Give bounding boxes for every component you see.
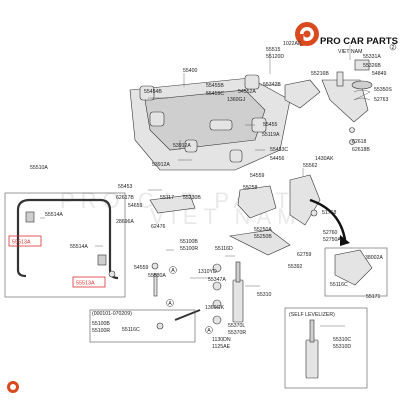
label-62476: 62476 xyxy=(151,224,166,230)
self-levelizer-box xyxy=(284,307,368,389)
label-000101-070209: (000101-070209) xyxy=(92,311,132,317)
label-55400: 55400 xyxy=(183,68,198,74)
label-62617b: 62617B xyxy=(116,195,134,201)
label-55258: 55258 xyxy=(243,185,258,191)
label-1360gk: 1360GK xyxy=(205,305,225,311)
label-55455: 55455 xyxy=(263,122,278,128)
label-55326b: 55326B xyxy=(363,63,381,69)
label-55514a-1: 55514A xyxy=(45,212,63,218)
label-55454b: 55454B xyxy=(144,89,162,95)
label-55116d: 55116D xyxy=(215,246,233,252)
label-62618b: 62618B xyxy=(352,147,370,153)
label-52763: 52763 xyxy=(374,97,389,103)
label-55116c-right: 55116C xyxy=(330,282,348,288)
label-55370r: 55370R xyxy=(228,330,246,336)
corner-logo xyxy=(7,381,19,393)
label-1022ae: 1022AE xyxy=(283,41,302,47)
label-62759: 62759 xyxy=(297,252,312,258)
label-1360gj: 1360GJ xyxy=(227,97,246,103)
label-54849: 54849 xyxy=(372,71,387,77)
label-55119a: 55119A xyxy=(262,132,280,138)
brand-logo: PRO CAR PARTS VIET NAM xyxy=(295,22,398,55)
label-55530a: 55530A xyxy=(148,273,166,279)
upper-arm-assembly xyxy=(284,59,373,145)
highlight-frame-1 xyxy=(8,235,42,247)
label-55100r: 55100R xyxy=(180,246,198,252)
label-55562: 55562 xyxy=(303,163,318,169)
callout-number-2: 2 xyxy=(392,45,395,51)
label-55216b: 55216B xyxy=(311,71,329,77)
label-54659: 54659 xyxy=(128,203,143,209)
brand-tagline: VIET NAM xyxy=(338,49,362,55)
leader-lines xyxy=(40,45,351,327)
callout-a-1: A xyxy=(171,268,175,274)
label-55171: 55171 xyxy=(366,294,381,300)
label-51768: 51768 xyxy=(322,210,337,216)
label-55100b: 55100B xyxy=(180,239,198,245)
label-52760: 52760 xyxy=(323,230,338,236)
stabilizer-bar xyxy=(16,198,201,330)
label-55310d: 55310D xyxy=(333,344,351,350)
knuckle-detail-box xyxy=(324,247,388,297)
label-55230b: 55230B xyxy=(183,195,201,201)
callout-markers: A A A 2 xyxy=(166,43,397,334)
label-55342b: 55342B xyxy=(263,82,281,88)
label-55455b: 55455B xyxy=(206,83,224,89)
label-55100r-2: 55100R xyxy=(92,328,110,334)
label-55370l: 55370L xyxy=(228,323,245,329)
label-55100b-2: 55100B xyxy=(92,321,110,327)
label-55459c: 55459C xyxy=(206,91,224,97)
label-54559-mid: 54559 xyxy=(134,265,149,271)
label-53912a-2: 53912A xyxy=(152,162,170,168)
label-1430ak: 1430AK xyxy=(315,156,334,162)
label-55453: 55453 xyxy=(118,184,133,190)
stabilizer-box xyxy=(4,192,126,298)
label-55117: 55117 xyxy=(160,195,174,201)
highlight-part-number-2: 55513A xyxy=(76,281,95,287)
label-55350s: 55350S xyxy=(374,87,392,93)
label-55510a: 55510A xyxy=(30,165,48,171)
label-1130dn: 1130DN xyxy=(212,337,231,343)
label-54559-top: 54559 xyxy=(250,173,265,179)
label-54456: 54456 xyxy=(270,156,285,162)
label-55116c: 55116C xyxy=(122,327,140,333)
label-52750a: 52750A xyxy=(323,237,341,243)
label-55310c: 55310C xyxy=(333,337,351,343)
label-55347a: 55347A xyxy=(208,277,226,283)
label-1310yd: 1310YD xyxy=(198,269,217,275)
label-54552a: 54552A xyxy=(238,89,256,95)
callout-a-3: A xyxy=(207,328,211,334)
shock-absorbers xyxy=(212,261,319,379)
label-53912a-1: 53912A xyxy=(173,143,191,149)
label-55392: 55392 xyxy=(288,264,303,270)
label-1125ae: 1125AE xyxy=(212,344,231,350)
part-labels: 55400 1022AE 55515 55120D 55331A 55326B … xyxy=(30,41,392,350)
label-28696a: 28696A xyxy=(116,219,134,225)
label-38002a: 38002A xyxy=(365,255,383,261)
callout-a-2: A xyxy=(168,301,172,307)
label-55453c: 55453C xyxy=(270,147,288,153)
label-55250a: 55250A xyxy=(254,227,272,233)
label-55310: 55310 xyxy=(257,292,272,298)
highlight-part-number-1: 55513A xyxy=(12,240,31,246)
link-box xyxy=(89,309,196,343)
label-55250b: 55250B xyxy=(254,234,272,240)
label-55514a-2: 55514A xyxy=(70,244,88,250)
label-62618: 62618 xyxy=(352,139,367,145)
label-55120d: 55120D xyxy=(266,54,284,60)
rear-subframe xyxy=(129,74,291,171)
knuckle-assembly xyxy=(149,174,373,286)
highlight-frame-2 xyxy=(72,276,106,288)
label-55331a: 55331A xyxy=(363,54,381,60)
label-55515: 55515 xyxy=(266,47,281,53)
brand-name: PRO CAR PARTS xyxy=(320,36,398,47)
label-self-levelizer: (SELF LEVELIZER) xyxy=(289,312,335,318)
